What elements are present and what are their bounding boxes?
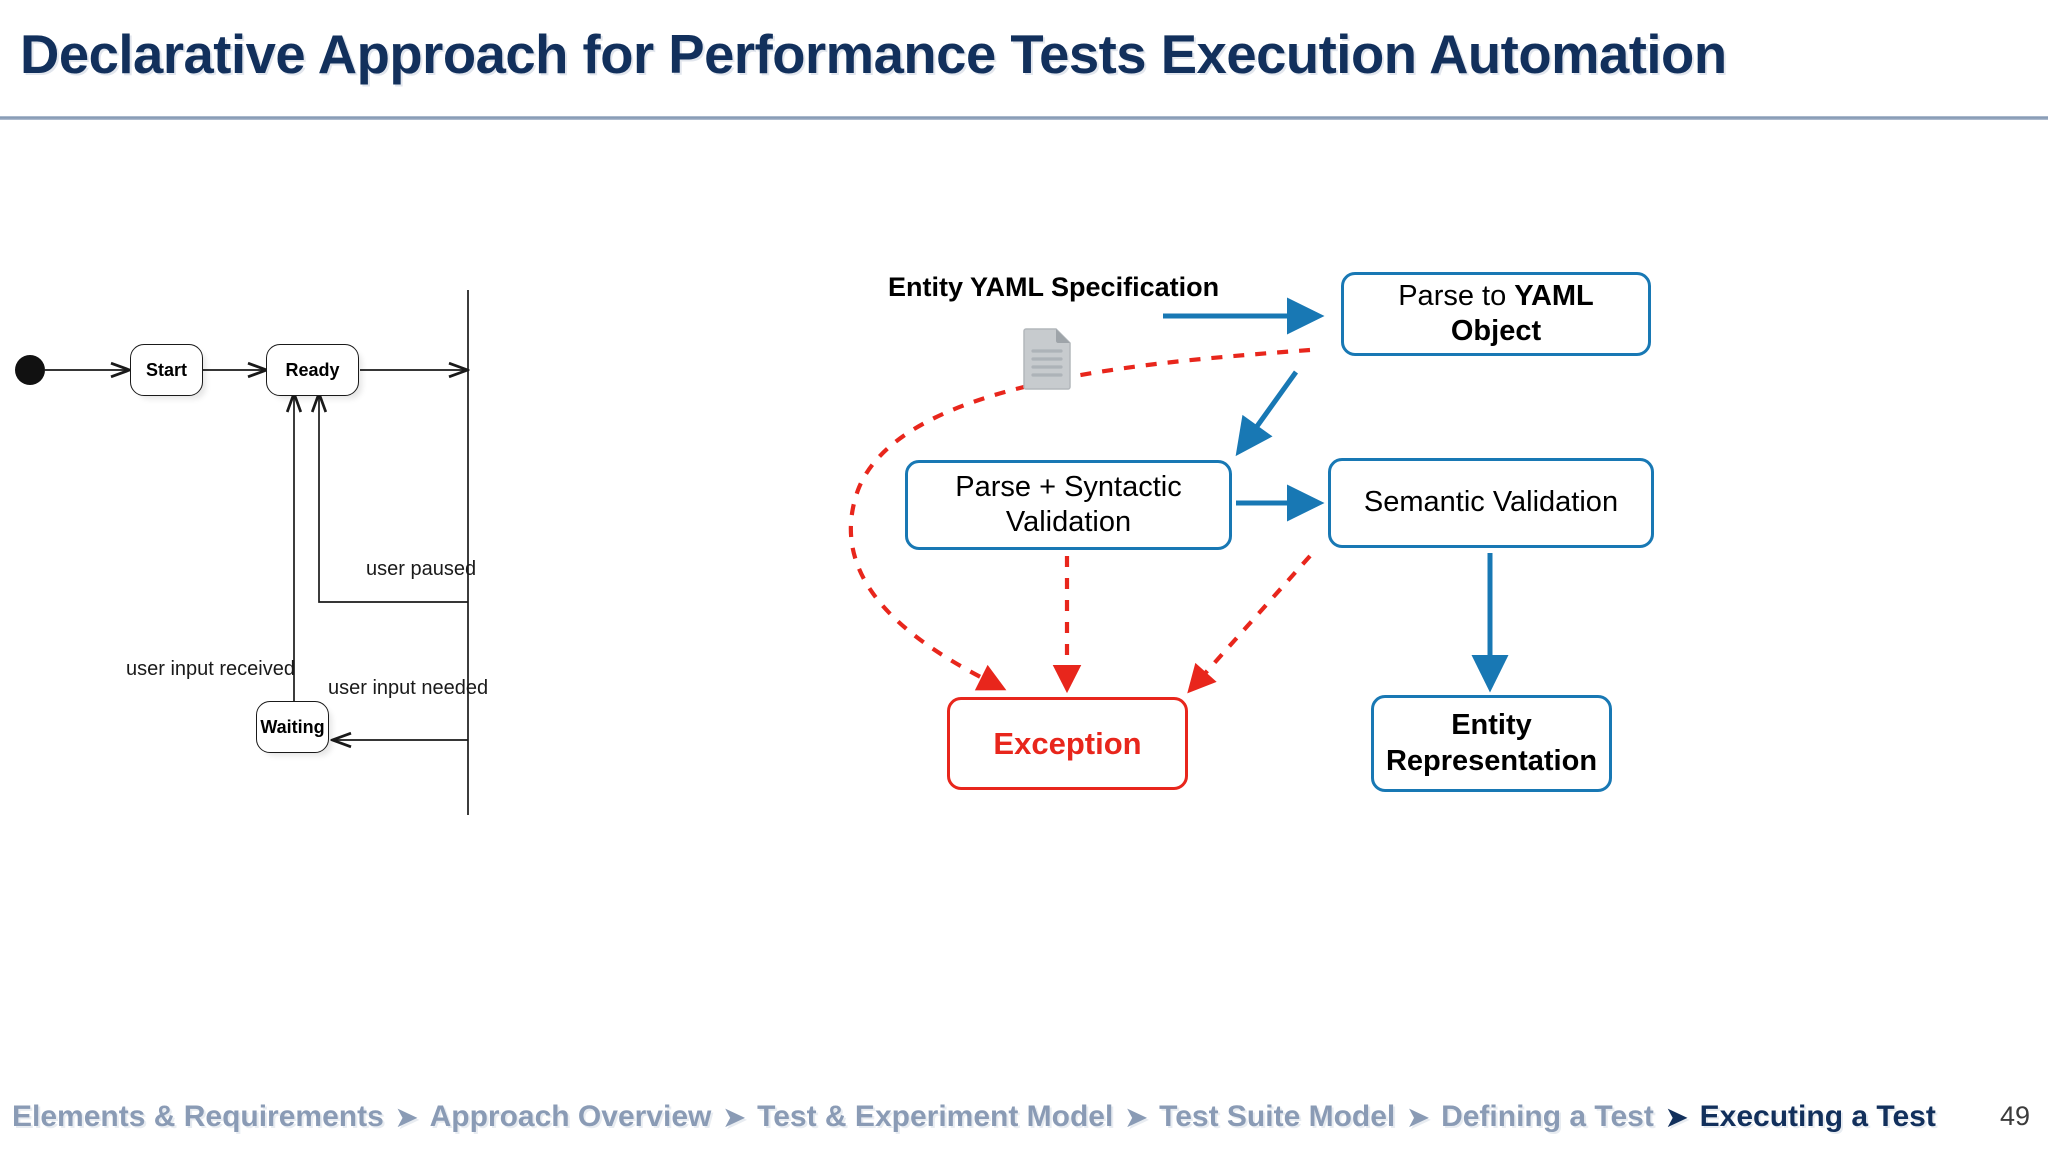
edge-label-user-input-received: user input received [126, 658, 295, 680]
flow-source-label: Entity YAML Specification [888, 272, 1220, 302]
state-node-ready[interactable]: Ready [266, 344, 359, 396]
document-icon [1023, 328, 1071, 390]
breadcrumb: Elements & Requirements ➤ Approach Overvie… [10, 1100, 1938, 1134]
breadcrumb-separator: ➤ [1407, 1101, 1430, 1132]
state-label-start: Start [145, 359, 187, 380]
flow-node-parse-yaml-object[interactable]: Parse to YAML Object [1341, 272, 1651, 356]
breadcrumb-separator: ➤ [723, 1101, 746, 1132]
arrow-yaml-to-syntactic [1235, 370, 1299, 457]
breadcrumb-separator: ➤ [395, 1101, 418, 1132]
arrow-semantic-exception [1187, 554, 1312, 694]
arrow-yaml-parse-exception [848, 347, 1311, 691]
flow-node-semantic-validation[interactable]: Semantic Validation [1328, 458, 1654, 548]
flow-text-bold: YAML Object [1450, 279, 1594, 347]
flow-node-exception-label: Exception [993, 725, 1142, 761]
flow-arrows-blue [1163, 297, 1509, 693]
edge-user-paused [319, 395, 468, 603]
slide-footer: Elements & Requirements ➤ Approach Overvie… [0, 1086, 2048, 1134]
flow-node-entity-line2: Representation [1385, 744, 1598, 777]
breadcrumb-item-defining-a-test[interactable]: Defining a Test [1441, 1100, 1654, 1133]
breadcrumb-item-approach-overview[interactable]: Approach Overview [429, 1100, 712, 1133]
flow-node-semantic-label: Semantic Validation [1363, 486, 1619, 519]
state-node-waiting[interactable]: Waiting [256, 701, 329, 753]
initial-state-dot [15, 355, 45, 385]
breadcrumb-item-executing-a-test[interactable]: Executing a Test [1699, 1100, 1936, 1133]
breadcrumb-separator: ➤ [1125, 1101, 1148, 1132]
flow-node-parse-syntactic-validation[interactable]: Parse + Syntactic Validation [905, 460, 1232, 550]
breadcrumb-separator: ➤ [1665, 1101, 1688, 1132]
state-node-start[interactable]: Start [130, 344, 203, 396]
breadcrumb-item-test-suite-model[interactable]: Test Suite Model [1159, 1100, 1396, 1133]
flow-node-syntactic-line1: Parse + Syntactic [955, 470, 1182, 503]
edge-label-user-paused: user paused [366, 558, 477, 580]
flow-node-entity-representation[interactable]: Entity Representation [1371, 695, 1612, 792]
edge-label-user-input-needed: user input needed [328, 677, 489, 699]
page-number: 49 [1999, 1101, 2030, 1131]
flow-node-parse-yaml-object-text: Parse to YAML Object [1354, 279, 1638, 350]
slide-header: Declarative Approach for Performance Tes… [0, 0, 2048, 120]
state-label-ready: Ready [285, 359, 340, 380]
state-label-waiting: Waiting [260, 716, 325, 737]
breadcrumb-item-elements-requirements[interactable]: Elements & Requirements [12, 1100, 384, 1133]
flow-node-exception[interactable]: Exception [947, 697, 1188, 790]
breadcrumb-item-test-experiment-model[interactable]: Test & Experiment Model [757, 1100, 1114, 1133]
state-machine-edges [15, 290, 468, 815]
flow-arrows-red [848, 347, 1312, 694]
flow-node-entity-line1: Entity [1451, 709, 1532, 742]
flow-node-syntactic-line2: Validation [1005, 506, 1132, 538]
flow-text-prefix: Parse to [1398, 279, 1515, 312]
page-title: Declarative Approach for Performance Tes… [20, 23, 1727, 85]
title-divider [0, 116, 2048, 120]
